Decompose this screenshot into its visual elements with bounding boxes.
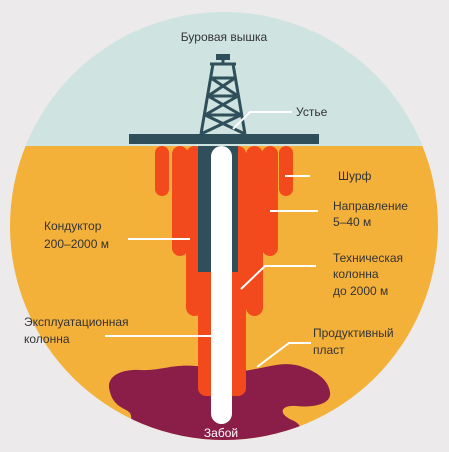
reservoir-pointer-line — [256, 342, 311, 368]
technical-label-line1: Техническая — [333, 251, 403, 265]
technical-label-line2: колонна — [333, 267, 379, 281]
conductor-casing-left — [172, 146, 188, 256]
bottom-label: Забой — [204, 426, 238, 440]
pit-label: Шурф — [338, 169, 372, 183]
production-label-line1: Эксплуатационная — [24, 315, 129, 329]
conductor-label-line1: Кондуктор — [44, 219, 102, 233]
technical-casing-right — [246, 146, 263, 316]
conductor-casing-right — [262, 146, 278, 256]
conductor-label-line2: 200–2000 м — [44, 237, 109, 251]
direction-label-line1: Направление — [333, 199, 408, 213]
reservoir-label-line2: пласт — [313, 343, 345, 357]
technical-label-line3: до 2000 м — [333, 284, 388, 298]
direction-casing-right — [279, 146, 293, 196]
direction-casing-left — [155, 146, 169, 196]
wellhead-label: Устье — [296, 105, 328, 119]
rig-label: Буровая вышка — [181, 30, 268, 44]
technical-pointer-line — [240, 265, 316, 290]
rig-top-block — [216, 54, 230, 60]
drilling-rig-tower — [199, 55, 247, 136]
direction-label-line2: 5–40 м — [333, 215, 371, 229]
reservoir-label-line1: Продуктивный — [313, 326, 394, 340]
production-label-line2: колонна — [24, 332, 70, 346]
wellhead-pointer-line — [232, 111, 292, 130]
wellbore — [211, 146, 232, 424]
rig-platform — [129, 134, 319, 144]
